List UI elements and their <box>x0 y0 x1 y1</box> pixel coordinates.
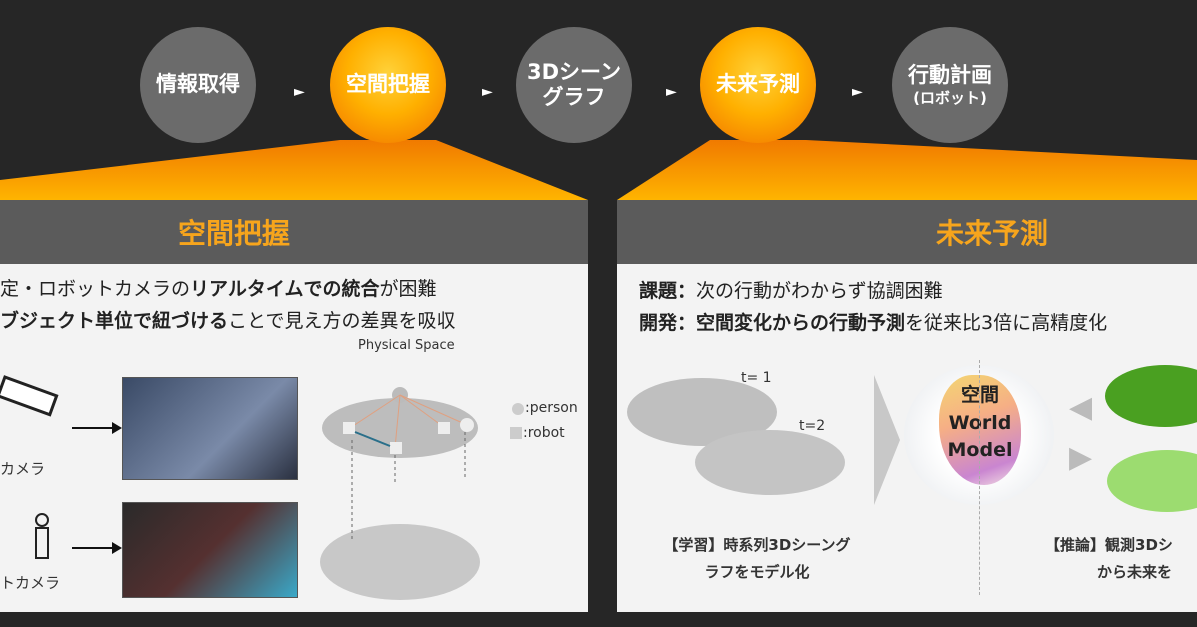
robot-camera-label: トカメラ <box>0 574 61 592</box>
floor-plane <box>320 524 480 600</box>
arrow-icon: ► <box>852 84 863 100</box>
step-3d-scene-graph: 3Dシーングラフ <box>516 27 632 143</box>
fixed-camera-label: カメラ <box>0 460 46 478</box>
step-label: 未来予測 <box>716 72 800 97</box>
arrow-head <box>112 422 122 434</box>
step-label: 空間把握 <box>346 72 430 97</box>
fan-right <box>617 140 1197 200</box>
scene-graph-t2 <box>695 430 845 495</box>
issue-line: 定・ロボットカメラのリアルタイムでの統合が困難 <box>0 278 437 300</box>
step-label: グラフ <box>542 85 606 109</box>
step-action-planning: 行動計画(ロボット) <box>892 27 1008 143</box>
world-model-blob <box>939 375 1021 485</box>
graph-node <box>460 418 474 432</box>
predicted-graph-2 <box>1107 450 1197 512</box>
learning-caption: 【学習】時系列3Dシーングラフをモデル化 <box>663 536 851 581</box>
step-spatial-understanding: 空間把握 <box>330 27 446 143</box>
graph-node <box>390 442 402 454</box>
panel-title: 未来予測 <box>617 200 1197 264</box>
divider-line <box>979 360 980 595</box>
arrow-icon: ► <box>482 84 493 100</box>
solution-line: ブジェクト単位で紐づけることで見え方の差異を吸収 <box>0 310 456 332</box>
step-label: 情報取得 <box>156 72 240 97</box>
time-label-t2: t=2 <box>799 418 826 434</box>
arrow-icon: ► <box>666 84 677 100</box>
robot-icon <box>35 527 49 559</box>
panel-title: 空間把握 <box>0 200 588 264</box>
robot-icon <box>35 513 49 527</box>
time-label-t1: t= 1 <box>741 370 772 386</box>
robot-camera-image <box>122 502 298 598</box>
graph-node <box>343 422 355 434</box>
predicted-graph-1 <box>1105 365 1197 427</box>
graph-node <box>438 422 450 434</box>
panel-future-prediction: 未来予測 課題：次の行動がわからず協調困難 開発：空間変化からの行動予測を従来比… <box>617 200 1197 612</box>
step-label: 行動計画 <box>908 63 992 88</box>
fixed-camera-image <box>122 377 298 480</box>
legend-person: :person <box>525 400 578 416</box>
security-camera-icon <box>0 375 59 417</box>
legend-robot: :robot <box>523 425 565 441</box>
step-sublabel: (ロボット) <box>913 88 987 107</box>
chevron-arrow-icon <box>874 375 900 505</box>
issue-line: 課題：次の行動がわからず協調困難 <box>639 280 943 302</box>
step-future-prediction: 未来予測 <box>700 27 816 143</box>
arrow-in-icon: ◀ <box>1069 390 1093 425</box>
inference-caption: 【推論】観測3Dシから未来を <box>1045 536 1173 581</box>
arrow-out-icon: ▶ <box>1069 440 1093 475</box>
person-legend-icon <box>512 403 524 415</box>
physical-space-label: Physical Space <box>358 338 455 353</box>
fan-left <box>0 140 588 200</box>
arrow-head <box>112 542 122 554</box>
step-info-acquisition: 情報取得 <box>140 27 256 143</box>
camera-diagram <box>0 375 480 600</box>
development-line: 開発：空間変化からの行動予測を従来比3倍に高精度化 <box>639 312 1108 334</box>
panel-spatial-understanding: 空間把握 定・ロボットカメラのリアルタイムでの統合が困難 ブジェクト単位で紐づけ… <box>0 200 588 612</box>
robot-legend-icon <box>510 427 522 439</box>
step-label: 3Dシーン <box>527 59 621 84</box>
arrow-icon: ► <box>294 84 305 100</box>
